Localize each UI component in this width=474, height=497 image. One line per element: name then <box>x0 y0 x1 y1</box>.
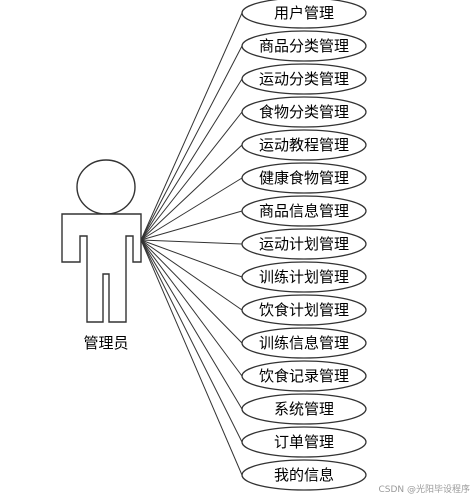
use-case-3-label: 运动分类管理 <box>259 70 349 88</box>
use-case-1-ellipse <box>241 0 367 29</box>
actor-body-icon <box>61 213 142 323</box>
association-line-13 <box>140 239 243 410</box>
use-case-7: 商品信息管理 <box>241 195 367 227</box>
use-case-9-label: 训练计划管理 <box>259 268 349 286</box>
use-case-10: 饮食计划管理 <box>241 294 367 326</box>
use-case-15: 我的信息 <box>241 459 367 491</box>
watermark-text: CSDN @光阳毕设程序 <box>378 483 470 495</box>
use-case-12: 饮食记录管理 <box>241 360 367 392</box>
use-case-6-label: 健康食物管理 <box>259 169 349 187</box>
use-case-13-ellipse <box>241 393 367 425</box>
use-case-15-label: 我的信息 <box>274 466 334 484</box>
use-case-13: 系统管理 <box>241 393 367 425</box>
use-case-2-ellipse <box>241 30 367 62</box>
use-case-1: 用户管理 <box>241 0 367 29</box>
association-line-7 <box>140 210 243 241</box>
use-case-4-label: 食物分类管理 <box>259 103 349 121</box>
association-line-12 <box>140 239 243 377</box>
use-case-8-ellipse <box>241 228 367 260</box>
actor-label: 管理员 <box>83 334 128 352</box>
use-case-14-ellipse <box>241 426 367 458</box>
use-case-15-ellipse <box>241 459 367 491</box>
association-line-3 <box>140 78 243 241</box>
use-case-11-label: 训练信息管理 <box>259 334 349 352</box>
use-case-7-ellipse <box>241 195 367 227</box>
actor-administrator: 管理员 <box>61 159 142 352</box>
use-case-4: 食物分类管理 <box>241 96 367 128</box>
association-line-10 <box>140 239 243 311</box>
use-case-14-label: 订单管理 <box>274 433 334 451</box>
use-case-1-label: 用户管理 <box>274 4 334 22</box>
use-case-11: 训练信息管理 <box>241 327 367 359</box>
use-case-3: 运动分类管理 <box>241 63 367 95</box>
use-case-5-label: 运动教程管理 <box>259 136 349 154</box>
actor-head-icon <box>76 159 136 215</box>
use-case-10-ellipse <box>241 294 367 326</box>
use-case-7-label: 商品信息管理 <box>259 202 349 220</box>
association-line-6 <box>140 177 243 241</box>
use-case-6-ellipse <box>241 162 367 194</box>
association-line-9 <box>140 239 243 278</box>
association-line-14 <box>140 239 243 443</box>
use-case-6: 健康食物管理 <box>241 162 367 194</box>
association-line-11 <box>140 239 243 344</box>
use-case-5-ellipse <box>241 129 367 161</box>
association-line-1 <box>140 12 243 241</box>
use-case-12-label: 饮食记录管理 <box>259 367 349 385</box>
use-case-14: 订单管理 <box>241 426 367 458</box>
association-line-15 <box>140 239 243 476</box>
use-case-8-label: 运动计划管理 <box>259 235 349 253</box>
use-case-2-label: 商品分类管理 <box>259 37 349 55</box>
use-case-9: 训练计划管理 <box>241 261 367 293</box>
association-line-8 <box>140 239 243 245</box>
use-case-8: 运动计划管理 <box>241 228 367 260</box>
use-case-10-label: 饮食计划管理 <box>259 301 349 319</box>
use-case-12-ellipse <box>241 360 367 392</box>
association-lines <box>140 12 243 476</box>
use-case-2: 商品分类管理 <box>241 30 367 62</box>
use-case-9-ellipse <box>241 261 367 293</box>
use-case-5: 运动教程管理 <box>241 129 367 161</box>
association-line-5 <box>140 144 243 241</box>
association-line-2 <box>140 45 243 241</box>
use-case-3-ellipse <box>241 63 367 95</box>
association-line-4 <box>140 111 243 241</box>
use-case-list: 用户管理商品分类管理运动分类管理食物分类管理运动教程管理健康食物管理商品信息管理… <box>241 0 367 491</box>
use-case-13-label: 系统管理 <box>274 400 334 418</box>
use-case-11-ellipse <box>241 327 367 359</box>
use-case-4-ellipse <box>241 96 367 128</box>
